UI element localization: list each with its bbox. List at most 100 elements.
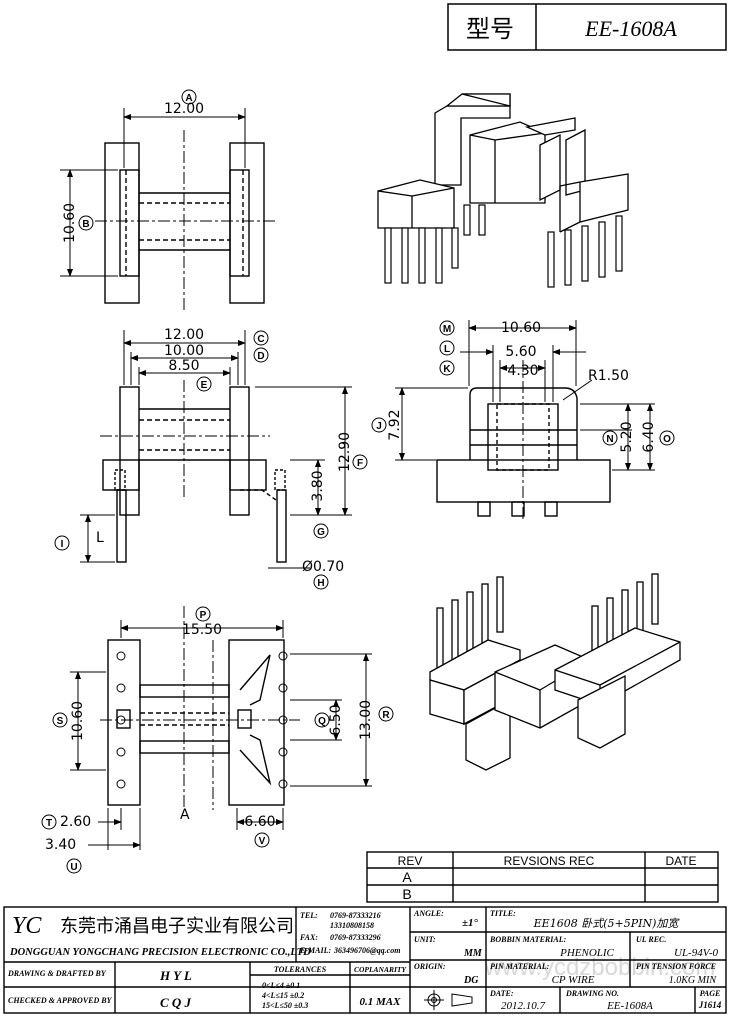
tension-value: 1.0KG MIN bbox=[669, 975, 718, 986]
side-view bbox=[395, 320, 655, 520]
email-value: 363496706@qq.com bbox=[333, 946, 400, 955]
date-label: DATE: bbox=[489, 989, 514, 998]
svg-text:I: I bbox=[61, 539, 64, 550]
callout-a: A bbox=[181, 89, 197, 105]
svg-text:F: F bbox=[357, 458, 363, 469]
tolerance-3: 15<L≤50 ±0.3 bbox=[262, 1001, 308, 1010]
checked-by-label: CHECKED & APPROVED BY bbox=[8, 996, 113, 1005]
fax-value: 0769-87333296 bbox=[330, 933, 381, 942]
bottom-pin-holes bbox=[116, 651, 288, 789]
top-view bbox=[60, 108, 275, 310]
tolerance-1: 0<L≤4 ±0.1 bbox=[262, 981, 300, 990]
email-label: E-MAIL: bbox=[299, 946, 331, 955]
top-width: 12.00 bbox=[164, 101, 204, 117]
svg-text:C: C bbox=[257, 334, 264, 345]
tension-label: PIN TENSION FORCE bbox=[636, 962, 716, 971]
bottom-pitch1: 2.60 bbox=[60, 814, 91, 830]
coplanarity-value: 0.1 MAX bbox=[360, 996, 402, 1008]
ul-value: UL-94V-0 bbox=[674, 947, 719, 959]
ul-label: UL REC. bbox=[636, 935, 666, 944]
title-label: TITLE: bbox=[490, 909, 516, 918]
callout-j: J bbox=[371, 417, 387, 433]
svg-text:P: P bbox=[200, 610, 207, 621]
title-value: EE1608 卧式(5+5PIN)加宽 bbox=[533, 917, 681, 930]
rev-row-a: A bbox=[402, 869, 412, 885]
callout-o: O bbox=[659, 430, 675, 446]
drawn-by-label: DRAWING & DRAFTED BY bbox=[7, 969, 107, 978]
coplanarity-label: COPLANARITY bbox=[354, 965, 408, 974]
angle-value: ±1° bbox=[462, 917, 479, 929]
svg-text:R: R bbox=[382, 710, 390, 721]
svg-text:N: N bbox=[606, 434, 613, 445]
bottom-width: 15.50 bbox=[182, 622, 222, 638]
callout-i: I bbox=[54, 535, 70, 551]
callout-n: N bbox=[602, 430, 618, 446]
model-value: EE-1608A bbox=[584, 16, 677, 41]
iso-view-top bbox=[377, 93, 629, 233]
bobbin-label: BOBBIN MATERIAL: bbox=[489, 935, 567, 944]
revision-table bbox=[366, 851, 719, 903]
bottom-h-outer: 13.00 bbox=[358, 700, 374, 740]
svg-text:J: J bbox=[376, 421, 382, 432]
front-h-total: 12.90 bbox=[337, 432, 353, 472]
callout-p: P bbox=[195, 606, 211, 622]
fax-label: FAX: bbox=[299, 933, 318, 942]
tel-value-2: 13310808158 bbox=[330, 921, 374, 930]
section-a-label: A bbox=[180, 807, 190, 823]
side-w2: 5.60 bbox=[505, 344, 536, 360]
bottom-pitch2: 3.40 bbox=[45, 837, 76, 853]
pin-material-label: PIN MATERIAL: bbox=[490, 962, 550, 971]
svg-text:K: K bbox=[443, 364, 451, 375]
callout-r: R bbox=[378, 706, 394, 722]
watermark: www.ycdzbobbin.com bbox=[484, 954, 716, 981]
tel-value-1: 0769-87333216 bbox=[330, 911, 381, 920]
front-pin-len: L bbox=[96, 530, 104, 546]
page-label: PAGE bbox=[700, 989, 721, 998]
svg-text:V: V bbox=[259, 836, 266, 847]
iso-top-pins bbox=[384, 204, 623, 288]
bobbin-value: PHENOLIC bbox=[559, 947, 614, 959]
front-w1: 12.00 bbox=[164, 327, 204, 343]
company-name-en: DONGGUAN YONGCHANG PRECISION ELECTRONIC … bbox=[9, 947, 311, 958]
angle-label: ANGLE: bbox=[413, 909, 444, 918]
bottom-h-inner: 6.50 bbox=[328, 704, 344, 735]
projection-symbol-icon bbox=[424, 990, 473, 1010]
svg-text:T: T bbox=[46, 818, 52, 829]
drawing-no-value: EE-1608A bbox=[606, 1000, 653, 1012]
svg-text:G: G bbox=[317, 527, 325, 538]
iso-view-bottom bbox=[429, 573, 681, 771]
svg-text:M: M bbox=[443, 324, 451, 335]
drawing-no-label: DRAWING NO. bbox=[565, 989, 619, 998]
callout-v: V bbox=[254, 832, 270, 848]
front-pin-dia: Ø0.70 bbox=[302, 559, 344, 575]
callout-l: L bbox=[439, 340, 455, 356]
front-view bbox=[80, 330, 352, 569]
callout-d: D bbox=[253, 347, 269, 363]
callout-u: U bbox=[66, 858, 82, 874]
svg-text:A: A bbox=[185, 93, 192, 104]
tolerances-label: TOLERANCES bbox=[274, 965, 327, 974]
side-h2: 5.20 bbox=[619, 421, 635, 452]
unit-label: UNIT: bbox=[414, 935, 436, 944]
front-w2: 10.00 bbox=[164, 343, 204, 359]
checked-by-value: C Q J bbox=[160, 995, 192, 1010]
tel-label: TEL: bbox=[300, 911, 318, 920]
svg-text:E: E bbox=[201, 380, 208, 391]
drawn-by-value: H Y L bbox=[159, 968, 192, 983]
company-name-cn: 东莞市涌昌电子实业有限公司 bbox=[60, 916, 294, 937]
svg-text:O: O bbox=[663, 434, 671, 445]
callout-s: S bbox=[52, 712, 68, 728]
rev-col-rev: REV bbox=[398, 854, 423, 868]
company-logo: YC bbox=[12, 913, 42, 939]
pin-material-value: CP WIRE bbox=[552, 974, 595, 986]
svg-text:L: L bbox=[444, 344, 450, 355]
origin-value: DG bbox=[463, 975, 479, 986]
title-block bbox=[3, 906, 727, 1014]
svg-text:S: S bbox=[57, 716, 64, 727]
svg-text:D: D bbox=[257, 351, 264, 362]
callout-m: M bbox=[439, 320, 455, 336]
rev-row-b: B bbox=[402, 886, 411, 902]
bottom-view bbox=[70, 606, 372, 850]
callout-h: H bbox=[313, 574, 329, 590]
